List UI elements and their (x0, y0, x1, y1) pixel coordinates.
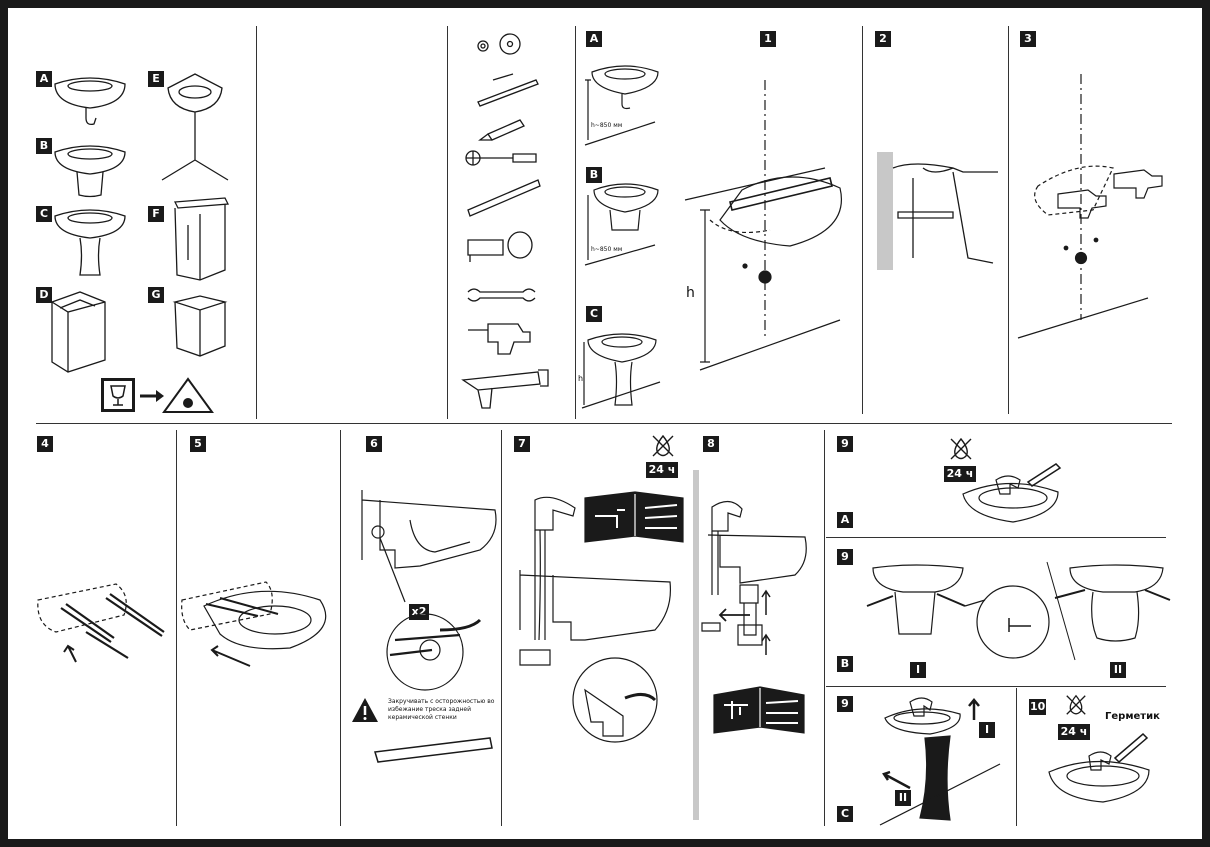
step-9-variant-c: C (837, 806, 853, 822)
divider (340, 430, 341, 826)
step-9b-illustration (866, 561, 1171, 661)
models-illustrations (51, 73, 230, 373)
cure-time-badge-7: 24 ч (646, 462, 678, 478)
step-6-badge: 6 (366, 436, 382, 452)
variant-label-b: B (586, 167, 602, 183)
divider (824, 430, 825, 826)
row-divider (826, 686, 1166, 687)
model-label-e: E (148, 71, 164, 87)
step-3-illustration (1017, 74, 1163, 339)
model-label-f: F (148, 206, 164, 222)
no-water-icon (950, 437, 972, 460)
cure-time-badge-9: 24 ч (944, 466, 976, 482)
step-5-illustration (181, 581, 327, 667)
sealant-label: Герметик (1105, 711, 1160, 722)
step-7-badge: 7 (514, 436, 530, 452)
warning-text: Закручивать с осторожностью во избежание… (388, 698, 495, 721)
step-4-illustration (37, 583, 165, 663)
step-3-badge: 3 (1020, 31, 1036, 47)
model-label-a: A (36, 71, 52, 87)
tools-list (461, 33, 549, 409)
height-h-label: h (686, 285, 695, 301)
step-10-illustration (1048, 732, 1150, 803)
model-label-b: B (36, 138, 52, 154)
step-8-badge: 8 (703, 436, 719, 452)
row-divider (36, 423, 1172, 424)
model-label-c: C (36, 206, 52, 222)
no-water-icon (652, 434, 674, 457)
height-label-c: h (578, 374, 584, 383)
roman-ii: II (895, 790, 911, 806)
step-1-badge: 1 (760, 31, 776, 47)
step-6-illustration (361, 490, 497, 763)
step-2-badge: 2 (875, 31, 891, 47)
fragile-icon (101, 377, 214, 413)
model-label-d: D (36, 287, 52, 303)
divider (447, 26, 448, 419)
divider (256, 26, 257, 419)
height-label-b: h~850 мм (591, 246, 623, 253)
variant-label-c: C (586, 306, 602, 322)
divider (501, 430, 502, 826)
wall-section (693, 470, 699, 820)
divider (176, 430, 177, 826)
roman-i: I (979, 722, 995, 738)
step-8-illustration (701, 500, 807, 734)
step-10-badge: 10 (1029, 699, 1047, 715)
divider (575, 26, 576, 419)
step-9-variant-b: B (837, 656, 853, 672)
pedestal-mark-ii: II (1110, 662, 1126, 678)
step-5-badge: 5 (190, 436, 206, 452)
install-variants-illustration (581, 65, 661, 409)
model-label-g: G (148, 287, 164, 303)
row-divider (826, 537, 1166, 538)
step-9-variant-a: A (837, 512, 853, 528)
step-4-badge: 4 (37, 436, 53, 452)
divider (862, 26, 863, 414)
step-1-illustration (684, 80, 842, 371)
step-2-illustration (892, 163, 998, 264)
step-9b-badge: 9 (837, 549, 853, 565)
height-label-a: h~850 мм (591, 122, 623, 129)
step-7-illustration (519, 491, 684, 743)
step-9c-badge: 9 (837, 696, 853, 712)
variant-label-a: A (586, 31, 602, 47)
divider (1008, 26, 1009, 414)
step-9c-illustration (879, 697, 1001, 826)
pedestal-mark-i: I (910, 662, 926, 678)
wall-section (877, 152, 893, 270)
step-9a-illustration (962, 463, 1062, 523)
warning-icon (352, 698, 378, 722)
divider (1016, 688, 1017, 826)
step-9a-badge: 9 (837, 436, 853, 452)
no-water-icon (1066, 694, 1086, 715)
cure-time-badge-10: 24 ч (1058, 724, 1090, 740)
